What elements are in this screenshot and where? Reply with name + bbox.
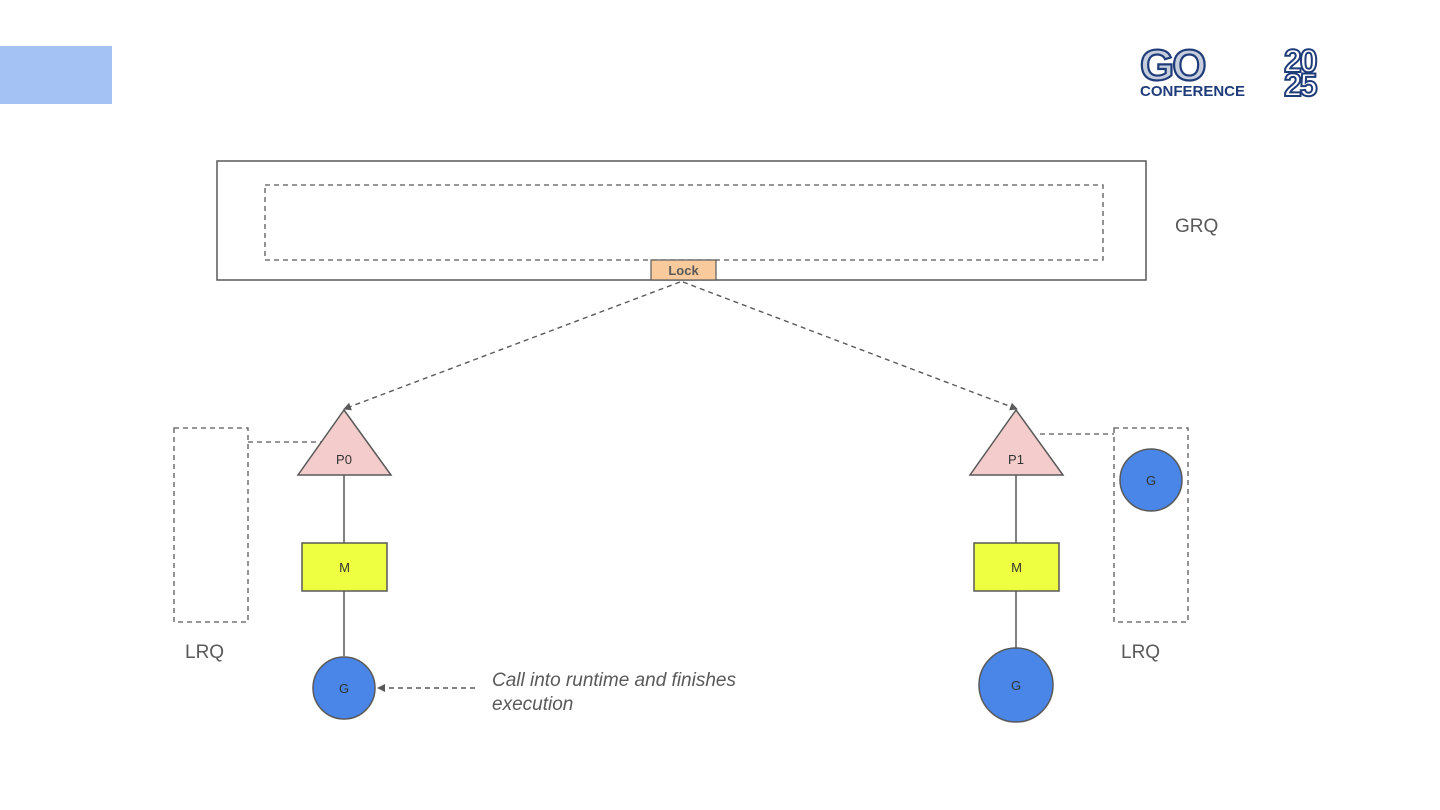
left-processor-triangle — [296, 408, 393, 476]
annotation-line-2: execution — [492, 694, 573, 715]
lock-to-p0-arrow — [343, 281, 681, 411]
right-lrq-label: LRQ — [1121, 642, 1160, 663]
right-processor-triangle — [968, 408, 1065, 476]
right-goroutine-label: G — [1011, 678, 1021, 693]
lock-label: Lock — [668, 263, 699, 278]
right-machine-box — [973, 542, 1060, 592]
right-queued-goroutine-circle — [1119, 448, 1183, 512]
go-conference-logo: GO GO 20 25 CONFERENCE — [1139, 44, 1320, 100]
annotation-line-1: Call into runtime and finishes — [492, 670, 736, 691]
right-queued-goroutine-label: G — [1146, 473, 1156, 488]
left-goroutine-circle — [312, 656, 376, 720]
logo-conference-text: CONFERENCE — [1140, 83, 1245, 100]
logo-go-text: GO — [1140, 44, 1205, 90]
logo-go-text-inner: GO — [1140, 44, 1205, 90]
right-machine-label: M — [1011, 560, 1022, 575]
lock-to-p1-arrow — [682, 281, 1018, 411]
left-machine-label: M — [339, 560, 350, 575]
logo-year-top: 20 — [1284, 44, 1317, 79]
left-machine-box — [301, 542, 388, 592]
right-processor-label: P1 — [1008, 452, 1024, 467]
left-processor-label: P0 — [336, 452, 352, 467]
right-local-run-queue — [1113, 427, 1189, 623]
logo-year-bottom: 25 — [1284, 67, 1317, 100]
left-lrq-label: LRQ — [185, 642, 224, 663]
right-goroutine-circle — [978, 647, 1054, 723]
left-local-run-queue — [173, 427, 249, 623]
corner-accent-tab — [0, 46, 112, 104]
global-run-queue-slots — [264, 184, 1104, 261]
left-goroutine-label: G — [339, 681, 349, 696]
lock-box — [650, 259, 717, 281]
grq-label: GRQ — [1175, 216, 1218, 237]
